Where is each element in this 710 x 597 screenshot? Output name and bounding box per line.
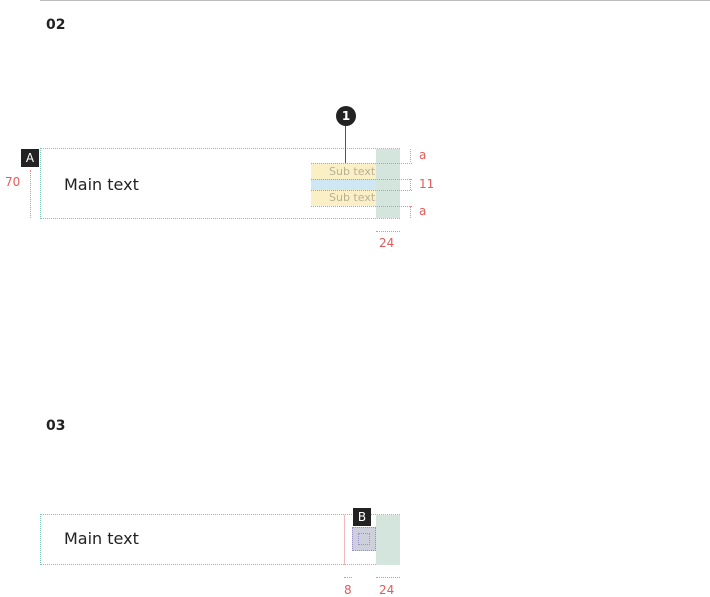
measure-width-line-03 — [376, 577, 400, 578]
top-divider — [40, 0, 710, 1]
sub-text-block-top — [311, 163, 376, 179]
sub-text-top: Sub text — [329, 165, 376, 178]
sub-text-block-bottom — [311, 190, 376, 206]
measure-width-line-02 — [376, 231, 400, 232]
gap-guide-line — [344, 515, 345, 565]
section-number-02: 02 — [46, 17, 66, 33]
guide-line-2 — [311, 179, 412, 180]
measure-bottom-line — [410, 206, 411, 218]
guide-line-1 — [311, 163, 412, 164]
guide-line-3 — [311, 190, 412, 191]
measure-width-label-03: 24 — [379, 583, 395, 597]
measure-height-label: 70 — [5, 175, 21, 189]
measure-top-line — [410, 149, 411, 162]
tag-b: B — [353, 508, 371, 526]
measure-gap-line — [410, 179, 411, 190]
right-padding-strip-03 — [376, 515, 400, 565]
guide-line-4 — [311, 206, 412, 207]
main-text-02: Main text — [64, 175, 139, 194]
measure-gap-line-03 — [344, 577, 352, 578]
right-padding-strip-02 — [376, 149, 400, 218]
section-number-03: 03 — [46, 418, 66, 434]
gap-block — [311, 179, 376, 190]
tag-a: A — [21, 149, 39, 167]
main-text-03: Main text — [64, 529, 139, 548]
measure-gap-label-03: 8 — [344, 583, 352, 597]
callout-line — [345, 126, 346, 163]
sub-text-bottom: Sub text — [329, 191, 376, 204]
callout-marker-1: 1 — [336, 106, 356, 126]
measure-gap-label: 11 — [419, 177, 435, 191]
measure-bottom-label: a — [419, 204, 427, 218]
icon-placeholder-icon — [352, 527, 376, 551]
measure-top-label: a — [419, 148, 427, 162]
height-measure-line — [30, 170, 31, 218]
measure-width-label-02: 24 — [379, 236, 395, 250]
